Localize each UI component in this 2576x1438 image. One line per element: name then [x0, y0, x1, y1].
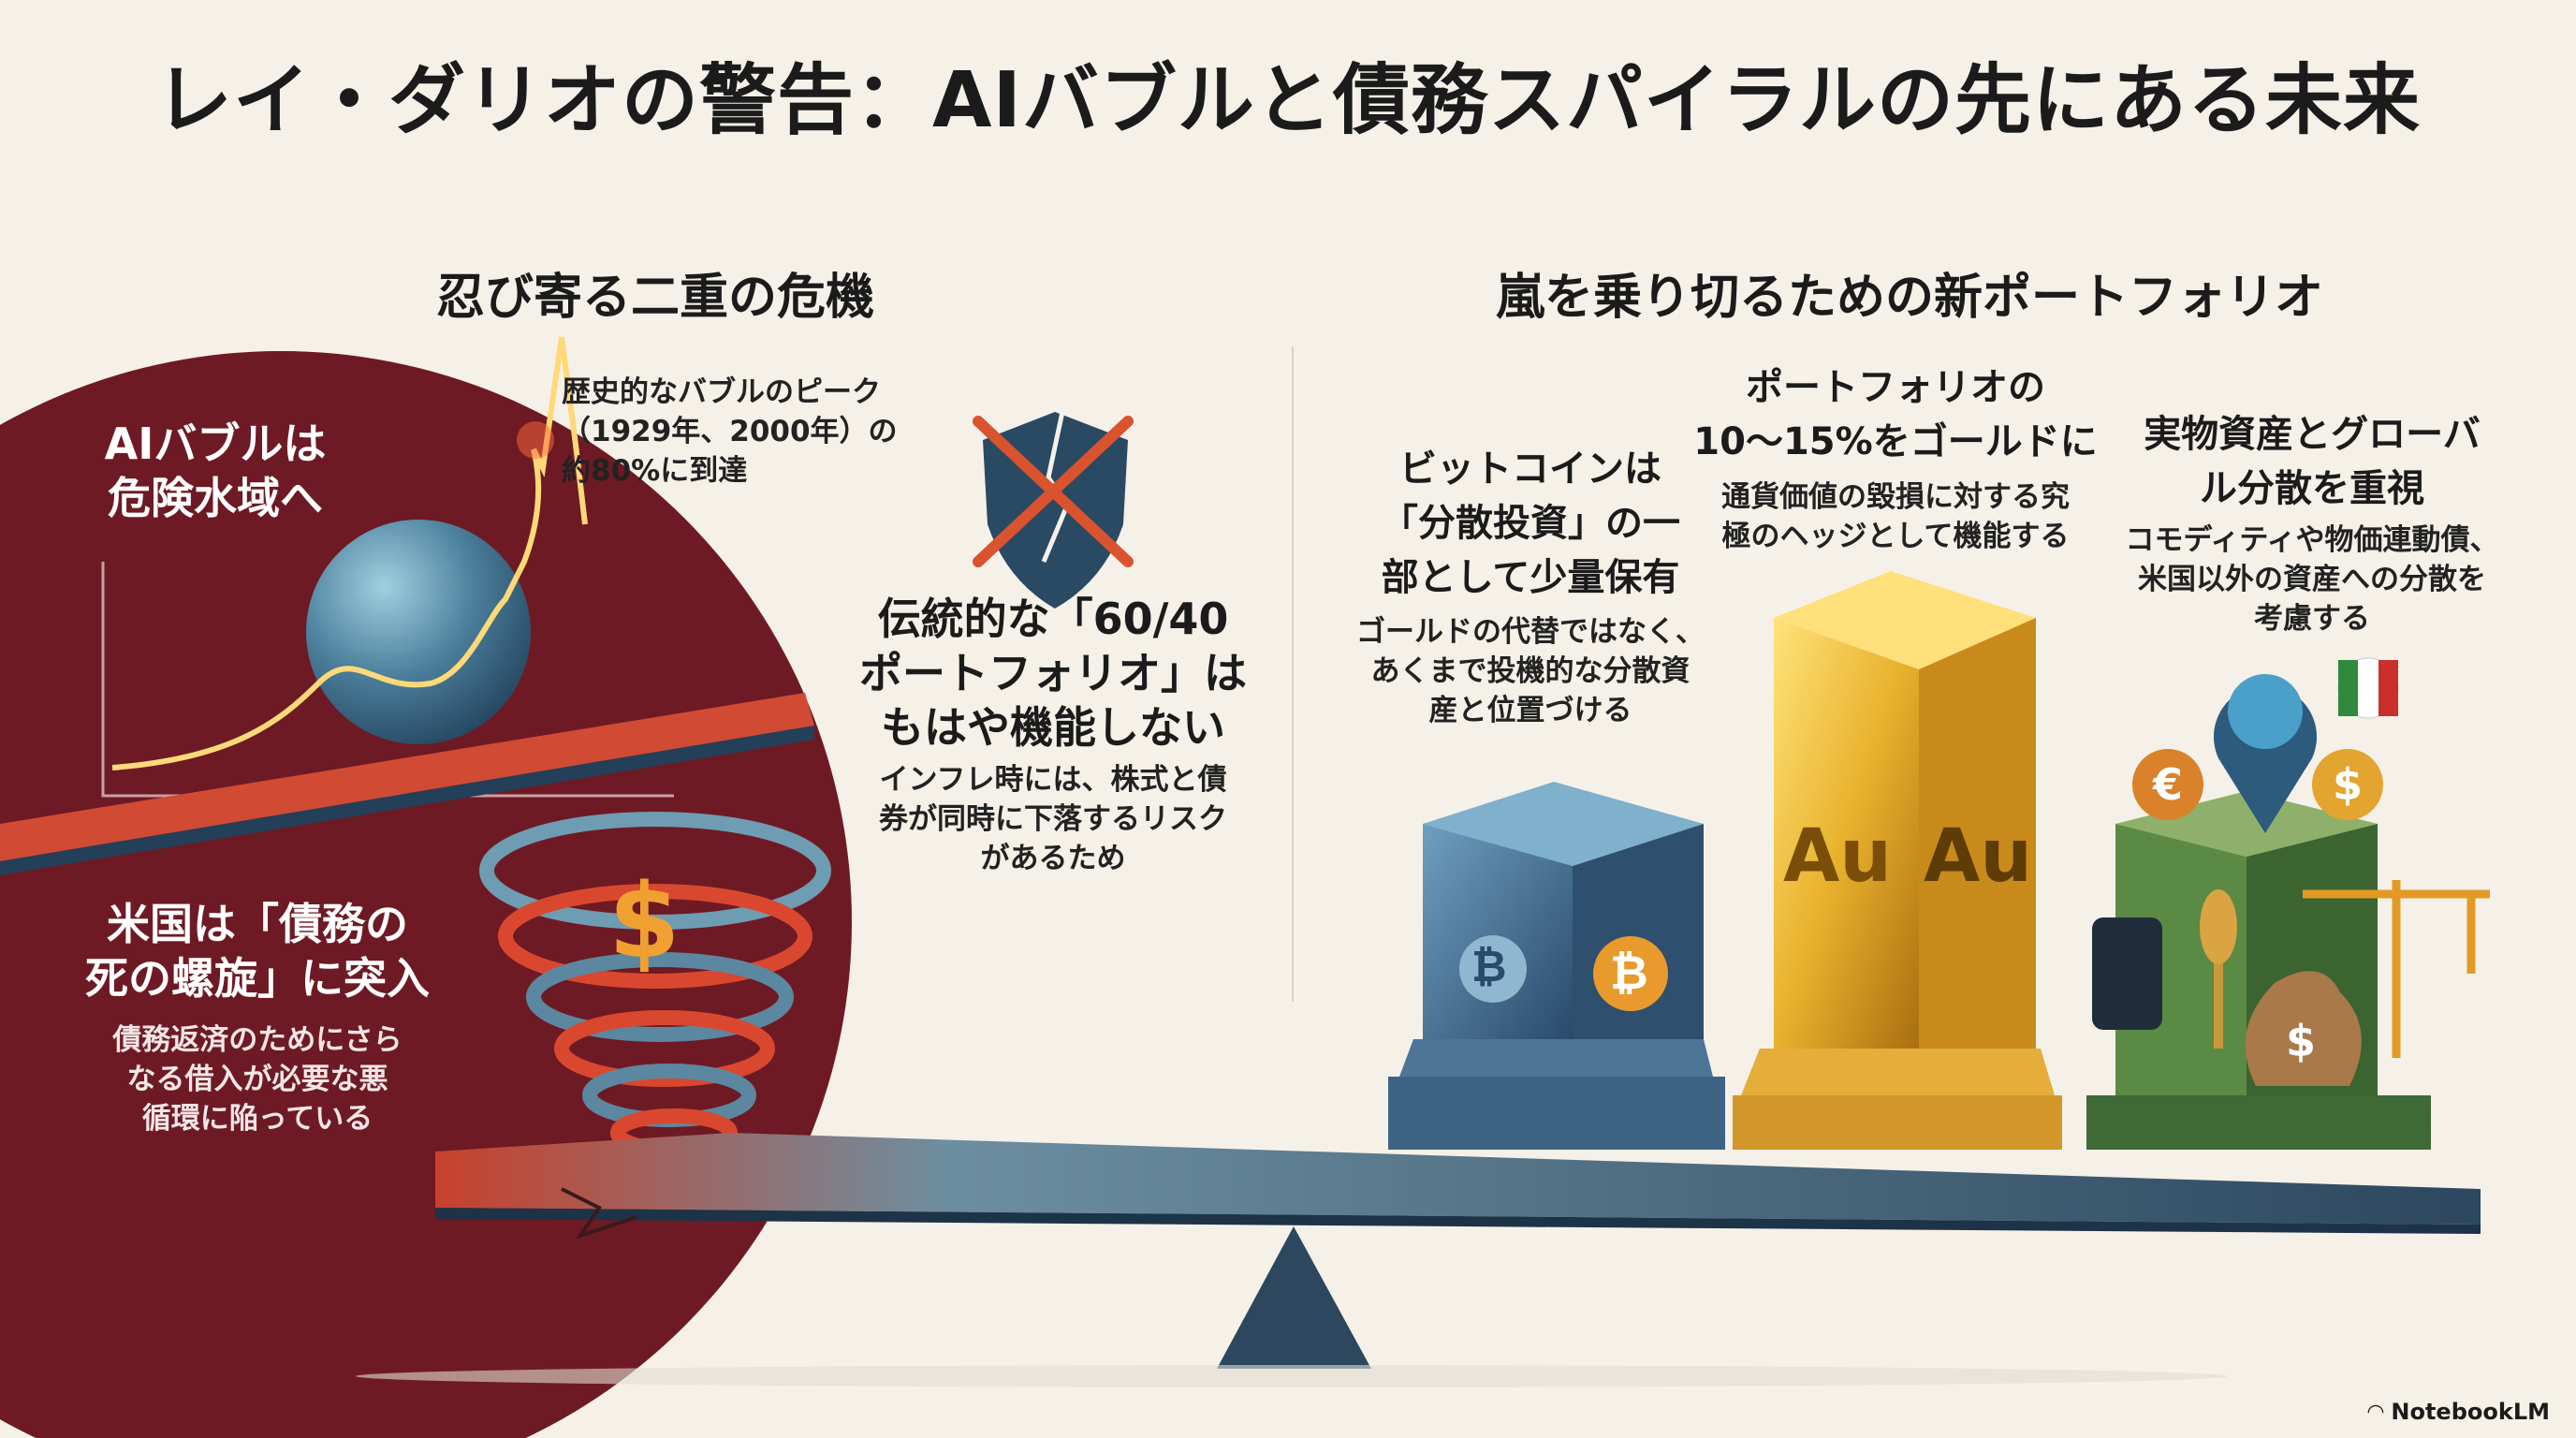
broken-shield-icon — [973, 411, 1134, 609]
left-section-heading: 忍び寄る二重の危機 — [435, 270, 874, 326]
right-section-heading: 嵐を乗り切るための新ポートフォリオ — [1495, 270, 2323, 326]
crane-icon — [2303, 880, 2490, 1058]
portfolio-6040-desc: インフレ時には、株式と債 券が同時に下落するリスク があるため — [879, 763, 1227, 875]
gold-label-front: Au — [1783, 814, 1892, 899]
debt-spiral-title: 米国は「債務の 死の螺旋」に突入 — [85, 899, 430, 1004]
euro-coin-icon: € — [2132, 749, 2203, 820]
bubble-price-line — [111, 336, 588, 770]
real-assets-title: 実物資産とグローバ ル分散を重視 — [2144, 413, 2481, 510]
gold-desc: 通貨価値の毀損に対する究 極のヘッジとして機能する — [1721, 480, 2070, 553]
portfolio-6040-title: 伝統的な「60/40 ポートフォリオ」は もはや機能しない — [859, 594, 1247, 753]
bitcoin-title: ビットコインは 「分散投資」の一 部として少量保有 — [1381, 448, 1680, 599]
ai-bubble-title: AIバブルは 危険水域へ — [104, 418, 327, 523]
seesaw-beam — [435, 1133, 2481, 1225]
gold-label-side: Au — [1924, 814, 2032, 899]
money-bag-symbol: $ — [2286, 1016, 2317, 1066]
bitcoin-symbol-left: ₿ — [1471, 941, 1507, 991]
bitcoin-coin-left — [1459, 935, 1527, 1003]
oil-barrel-icon — [2092, 917, 2162, 1030]
bubble-peak-note: 歴史的なバブルのピーク （1929年、2000年）の 約80%に到達 — [562, 375, 898, 488]
chart-axes — [101, 562, 674, 798]
bitcoin-cube-icon — [1388, 782, 1725, 1150]
notebooklm-icon: ◠ — [2367, 1400, 2384, 1424]
dollar-icon: $ — [608, 861, 681, 981]
debt-spiral-desc: 債務返済のためにさら なる借入が必要な悪 循環に陥っている — [112, 1023, 402, 1136]
real-assets-desc: コモディティや物価連動債、 米国以外の資産への分散を 考慮する — [2125, 523, 2499, 636]
money-bag-icon — [2245, 971, 2362, 1086]
bitcoin-coin-right — [1593, 936, 1668, 1011]
bubble-sphere-icon — [306, 520, 531, 744]
seesaw-fulcrum — [1217, 1226, 1371, 1369]
notebooklm-logo: ◠ NotebookLM — [2367, 1399, 2550, 1425]
gold-title: ポートフォリオの 10〜15%をゴールドに — [1693, 366, 2098, 463]
dollar-coin-icon: $ — [2312, 749, 2383, 820]
bubble-plank — [0, 693, 814, 861]
gold-bar-icon — [1733, 571, 2062, 1150]
page-title: レイ・ダリオの警告：AIバブルと債務スパイラルの先にある未来 — [155, 56, 2421, 145]
brand-label: NotebookLM — [2391, 1399, 2550, 1425]
bitcoin-desc: ゴールドの代替ではなく、 あくまで投機的な分散資 産と位置づける — [1356, 615, 1705, 727]
section-divider — [1292, 346, 1294, 1002]
bitcoin-symbol-right: ₿ — [1610, 946, 1648, 1000]
real-assets-block-icon — [2086, 657, 2490, 1150]
